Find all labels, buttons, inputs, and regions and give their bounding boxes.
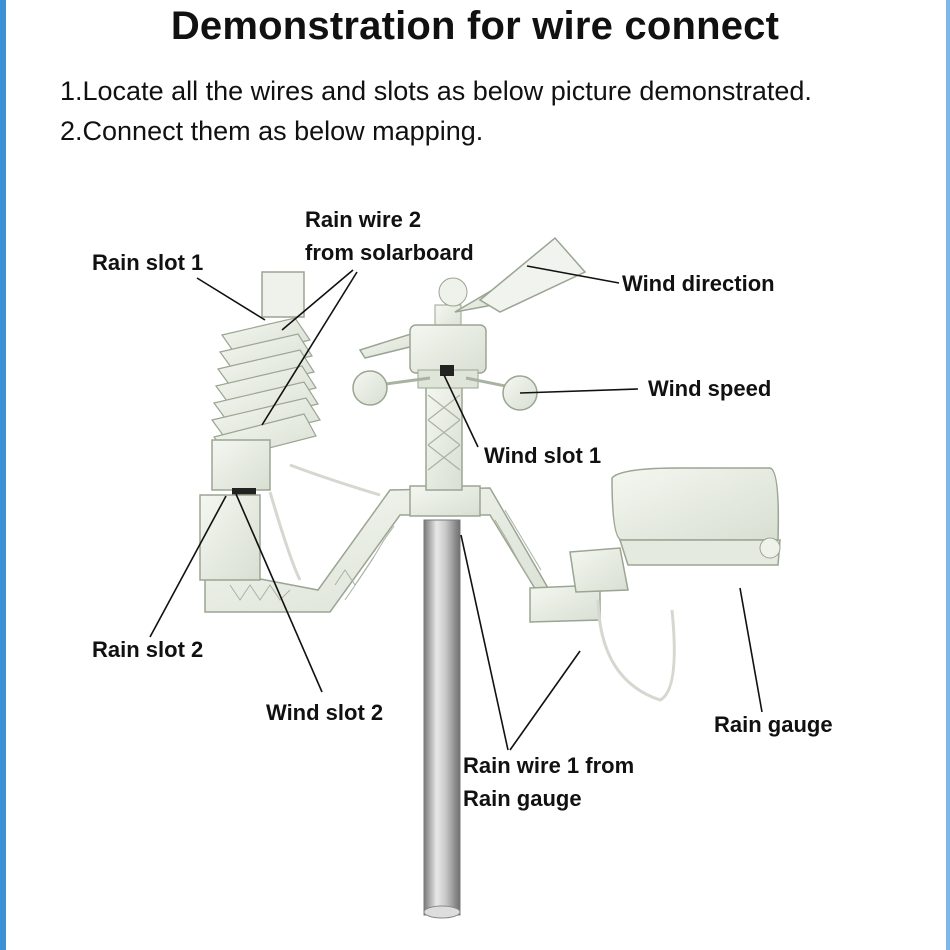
page-title: Demonstration for wire connect <box>170 4 780 48</box>
instruction-step-1: 1.Locate all the wires and slots as belo… <box>60 76 812 106</box>
wind-sensor-mast <box>425 384 463 491</box>
mounting-bracket <box>204 485 629 623</box>
rain-gauge <box>611 467 781 566</box>
label-rain-slot-1: Rain slot 1 <box>92 250 204 275</box>
callout-lines <box>149 265 763 751</box>
wind-direction-vane <box>358 236 587 359</box>
frame-border-left <box>0 0 6 950</box>
label-rain-gauge: Rain gauge <box>714 712 833 737</box>
label-rain-slot-2: Rain slot 2 <box>92 637 204 662</box>
label-wind-direction: Wind direction <box>622 271 775 296</box>
label-wind-slot-2: Wind slot 2 <box>266 700 384 725</box>
sensor-cables <box>268 463 676 702</box>
label-rain-wire-1-line1: Rain wire 1 from <box>463 753 635 778</box>
wind-sensor-housing <box>409 324 487 389</box>
label-wind-speed: Wind speed <box>648 376 772 401</box>
instruction-step-2: 2.Connect them as below mapping. <box>60 116 484 146</box>
label-wind-slot-1: Wind slot 1 <box>484 443 602 468</box>
label-rain-wire-1-line2: Rain gauge <box>463 786 582 811</box>
label-rain-wire-2-line2: from solarboard <box>305 240 474 265</box>
mounting-pole <box>423 519 461 919</box>
radiation-shield <box>199 271 321 581</box>
frame-border-right <box>946 0 950 950</box>
bracket-truss-pattern <box>229 509 542 601</box>
label-rain-wire-2-line1: Rain wire 2 <box>305 207 422 232</box>
